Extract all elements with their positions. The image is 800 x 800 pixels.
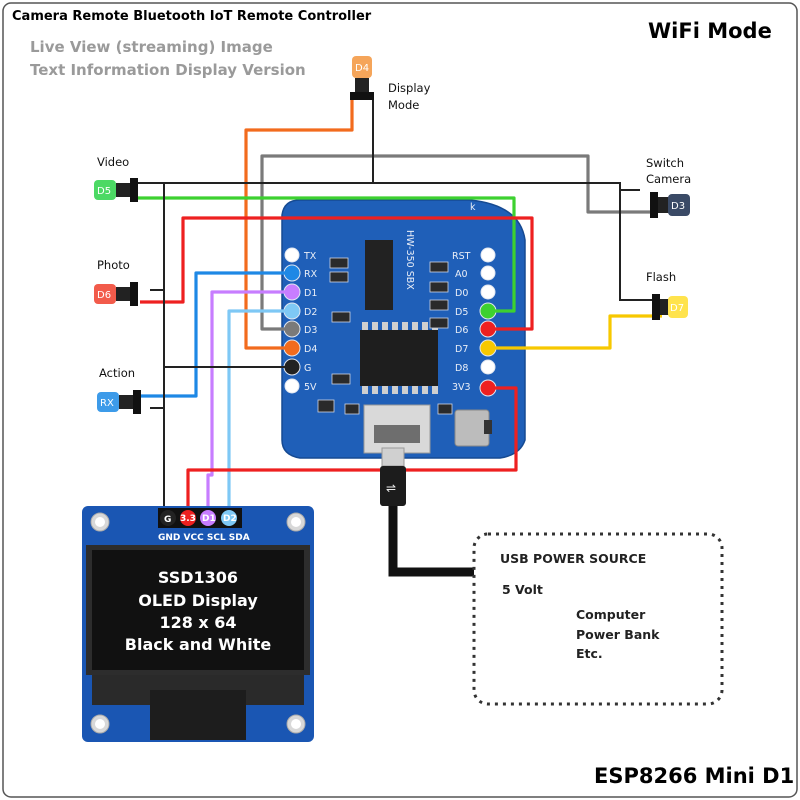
button-d4-label-2: Mode: [388, 98, 419, 112]
board-label-rst: RST: [452, 251, 471, 262]
power-source-3: Etc.: [576, 646, 603, 661]
board-label-d5: D5: [455, 307, 468, 318]
regulator-chip: [365, 240, 393, 310]
ch340-chip: [360, 330, 438, 386]
ground-wires: [136, 98, 654, 514]
button-rx-label: Action: [99, 366, 135, 380]
oled-pin-scl: [200, 510, 216, 526]
button-d4-pin: D4: [355, 63, 369, 74]
board-label-d0: D0: [455, 288, 468, 299]
mode-label: WiFi Mode: [648, 19, 772, 43]
wires: [135, 98, 662, 514]
button-action: RX Action: [97, 366, 141, 414]
button-photo: D6 Photo: [94, 258, 138, 306]
button-flash: D7 Flash: [646, 270, 688, 320]
power-title: USB POWER SOURCE: [500, 551, 646, 566]
power-voltage: 5 Volt: [502, 582, 543, 597]
button-d3-label-2: Camera: [646, 172, 691, 186]
esp8266-board: HW-350 SBX k TX RX D1 D2 D3 D4 G 5V RST …: [281, 199, 526, 459]
diagram-title: Camera Remote Bluetooth IoT Remote Contr…: [12, 9, 372, 24]
oled-pin-names: GND VCC SCL SDA: [158, 533, 250, 543]
button-display-mode: D4 Display Mode: [350, 56, 431, 112]
board-label-d6: D6: [455, 325, 468, 336]
oled-pin-sda-label: D2: [223, 514, 237, 524]
reset-button: [454, 409, 490, 447]
board-label-d3: D3: [304, 325, 317, 336]
wire-d7-flash: [488, 314, 662, 350]
oled-pin-sda: [221, 510, 237, 526]
button-d5-label: Video: [97, 155, 129, 169]
oled-line-3: 128 x 64: [159, 613, 236, 632]
oled-pin-scl-label: D1: [202, 514, 216, 524]
usb-power-source: USB POWER SOURCE 5 Volt Computer Power B…: [472, 532, 724, 706]
board-name: ESP8266 Mini D1: [594, 764, 794, 788]
board-label-d4: D4: [304, 344, 317, 355]
button-d6-label: Photo: [97, 258, 130, 272]
oled-pin-g: [160, 510, 176, 526]
wire-d4-display: [244, 98, 354, 350]
button-d5-pin: D5: [97, 186, 111, 197]
wire-d6-photo: [140, 216, 534, 331]
button-switch-camera: D3 Switch Camera: [646, 156, 691, 218]
subtitle-line-1: Live View (streaming) Image: [30, 38, 273, 56]
button-d3-pin: D3: [671, 201, 685, 212]
chip-marking: HW-350 SBX: [404, 230, 415, 290]
button-rx-pin: RX: [100, 398, 114, 409]
board-label-d8: D8: [455, 363, 468, 374]
oled-pin-g-label: G: [164, 515, 171, 525]
pin-d8: [480, 359, 496, 375]
usb-cable: ⇌: [380, 447, 478, 577]
board-label-d2: D2: [304, 307, 317, 318]
power-source-1: Computer: [576, 607, 646, 622]
wire-rx-action: [135, 271, 292, 398]
board-label-g: G: [304, 363, 311, 374]
oled-pin-vcc-label: 3.3: [180, 514, 196, 524]
oled-module: G 3.3 D1 D2 GND VCC SCL SDA SSD1306 OLED…: [82, 506, 314, 742]
pin-tx: [284, 247, 300, 263]
button-d4-label-1: Display: [388, 81, 431, 95]
board-label-3v3: 3V3: [452, 382, 471, 393]
oled-pin-vcc: [180, 510, 196, 526]
corner-mark: k: [470, 202, 476, 213]
pin-a0: [480, 265, 496, 281]
oled-line-2: OLED Display: [138, 591, 258, 610]
button-video: D5 Video: [94, 155, 138, 202]
wire-3v3-vcc: [186, 386, 518, 514]
pin-d0: [480, 284, 496, 300]
wire-d2-sda: [227, 309, 292, 514]
subtitle-line-2: Text Information Display Version: [30, 61, 306, 79]
pin-rst: [480, 247, 496, 263]
board-label-rx: RX: [304, 269, 318, 280]
button-d7-label: Flash: [646, 270, 676, 284]
button-d7-pin: D7: [670, 303, 684, 314]
button-d6-pin: D6: [97, 290, 111, 301]
board-label-tx: TX: [303, 251, 317, 262]
board-label-d1: D1: [304, 288, 317, 299]
oled-line-1: SSD1306: [158, 568, 238, 587]
board-label-5v: 5V: [304, 382, 317, 393]
wire-d5-video: [136, 196, 516, 313]
power-source-2: Power Bank: [576, 627, 660, 642]
board-label-a0: A0: [455, 269, 468, 280]
button-d3-label-1: Switch: [646, 156, 684, 170]
pin-5v: [284, 378, 300, 394]
oled-line-4: Black and White: [125, 635, 272, 654]
board-label-d7: D7: [455, 344, 468, 355]
wire-d1-scl: [206, 290, 292, 514]
svg-text:⇌: ⇌: [386, 481, 396, 495]
wire-d3-switch: [260, 154, 652, 331]
